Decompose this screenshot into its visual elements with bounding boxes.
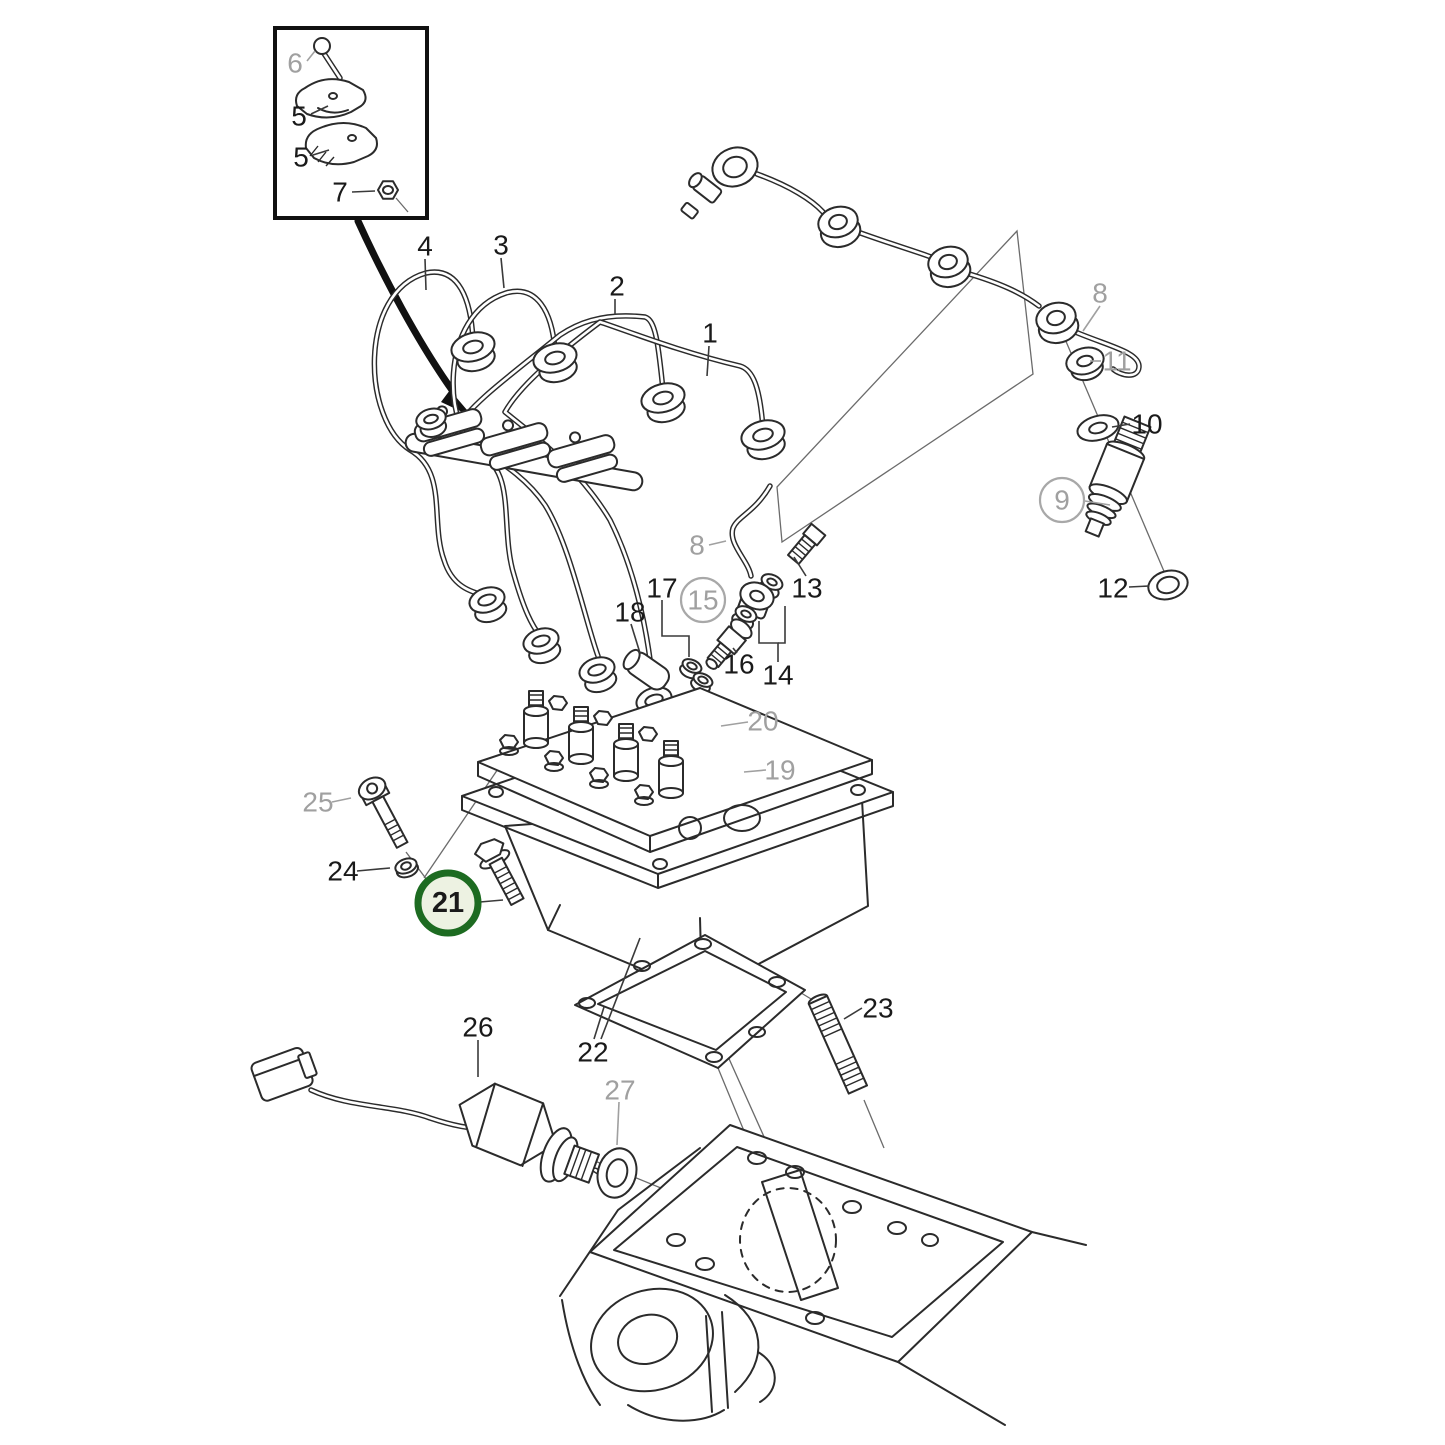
callout-leader-1: [706, 345, 710, 377]
callout-14[interactable]: 14: [762, 660, 793, 691]
callout-19[interactable]: 19: [764, 755, 795, 786]
washers-17: [679, 658, 714, 694]
stud-23: [807, 993, 868, 1095]
pump-body: [461, 687, 894, 995]
washer-27: [596, 1147, 638, 1199]
callout-leader-8a: [1082, 305, 1101, 332]
callout-leader-5b: [312, 149, 330, 156]
washer-24: [394, 857, 419, 879]
callout-leader-3: [500, 257, 505, 289]
callout-11[interactable]: 11: [1102, 346, 1131, 377]
callout-leader-7: [351, 190, 376, 193]
callout-7[interactable]: 7: [332, 177, 348, 208]
callout-leader-21: [479, 899, 504, 903]
washer-11: [1065, 346, 1105, 382]
callout-leader-19: [743, 769, 767, 773]
injector-assembly: [1065, 346, 1189, 601]
callout-leader-10: [1111, 423, 1131, 428]
bolt-25: [357, 776, 409, 849]
connector: [250, 1047, 318, 1102]
callout-leader-14: [778, 606, 786, 644]
callout-15[interactable]: 15: [687, 585, 718, 616]
callout-circle-9[interactable]: [1038, 476, 1086, 524]
callout-16[interactable]: 16: [723, 649, 754, 680]
callout-leader-24: [356, 867, 391, 872]
callout-labels: 1234556788910111213141516171819202122232…: [287, 48, 1163, 1146]
callout-leader-12: [1128, 585, 1150, 588]
clamp-screw-6: [313, 37, 343, 81]
callout-9[interactable]: 9: [1054, 485, 1070, 516]
pipe-clamp: [479, 419, 552, 471]
callout-24[interactable]: 24: [327, 856, 358, 887]
engine-housing: [559, 1124, 1087, 1426]
callout-leader-18: [630, 623, 641, 654]
callout-26[interactable]: 26: [462, 1012, 493, 1043]
banjo-fitting: [927, 245, 972, 289]
callout-21[interactable]: 21: [432, 887, 464, 919]
callout-leader-27: [616, 1101, 620, 1146]
callout-5b[interactable]: 5: [293, 142, 309, 173]
callout-3[interactable]: 3: [493, 230, 509, 261]
leak-off-line: [680, 146, 1142, 579]
gasket-22: [574, 934, 806, 1069]
callout-13[interactable]: 13: [791, 573, 822, 604]
pipe-clamp: [546, 431, 619, 483]
callout-22[interactable]: 22: [577, 1037, 608, 1068]
washer-10: [1076, 414, 1120, 442]
callout-leader-22: [600, 937, 641, 1040]
callout-27[interactable]: 27: [604, 1075, 635, 1106]
callout-8b[interactable]: 8: [689, 530, 705, 561]
callout-circle-15[interactable]: [679, 576, 727, 624]
seal-ring-12: [1147, 569, 1189, 601]
callout-12[interactable]: 12: [1097, 573, 1128, 604]
callout-20[interactable]: 20: [747, 706, 778, 737]
callout-leader-14: [758, 621, 779, 662]
sensor-26: [250, 1047, 638, 1199]
callout-23[interactable]: 23: [862, 993, 893, 1024]
callout-6[interactable]: 6: [287, 48, 303, 79]
callout-leader-13: [793, 556, 807, 577]
eye-fitting: [711, 146, 759, 188]
callout-2[interactable]: 2: [609, 271, 625, 302]
callout-17[interactable]: 17: [646, 573, 677, 604]
callout-leader-17: [661, 600, 690, 657]
eye-bolt-tip: [680, 201, 699, 220]
callout-leader-4: [424, 258, 427, 291]
callout-leader-23: [843, 1007, 863, 1020]
callout-leader-8b: [708, 540, 727, 546]
highlight-circle-21[interactable]: [414, 869, 482, 937]
callout-1[interactable]: 1: [702, 318, 718, 349]
callout-leader-25: [331, 797, 352, 803]
callout-leader-9: [1084, 500, 1111, 506]
nipple-16: [705, 618, 753, 670]
callout-leader-6: [306, 50, 316, 62]
pipe-union-nuts: [415, 331, 786, 724]
clamp-nut-7: [377, 180, 409, 213]
callout-leader-5a: [310, 105, 329, 115]
callout-8a[interactable]: 8: [1092, 278, 1108, 309]
callout-leader-16: [732, 647, 738, 654]
delivery-valve-row: [499, 690, 684, 806]
callout-4[interactable]: 4: [417, 231, 433, 262]
callout-25[interactable]: 25: [302, 787, 333, 818]
banjo-bolt-13: [786, 522, 827, 565]
banjo-fitting: [1035, 301, 1080, 345]
callout-5a[interactable]: 5: [291, 101, 307, 132]
cap-18: [622, 648, 670, 691]
eye-bolt-stem: [688, 172, 723, 204]
banjo-fitting: [817, 205, 862, 249]
callout-leader-22: [593, 1006, 605, 1040]
injector: [1084, 415, 1152, 538]
clamp-half-lower-5: [304, 122, 378, 167]
callout-leader-20: [720, 721, 749, 727]
bolt-21: [474, 838, 525, 906]
callout-10[interactable]: 10: [1131, 409, 1162, 440]
callout-18[interactable]: 18: [614, 597, 645, 628]
inset-detail-box: [273, 26, 429, 220]
